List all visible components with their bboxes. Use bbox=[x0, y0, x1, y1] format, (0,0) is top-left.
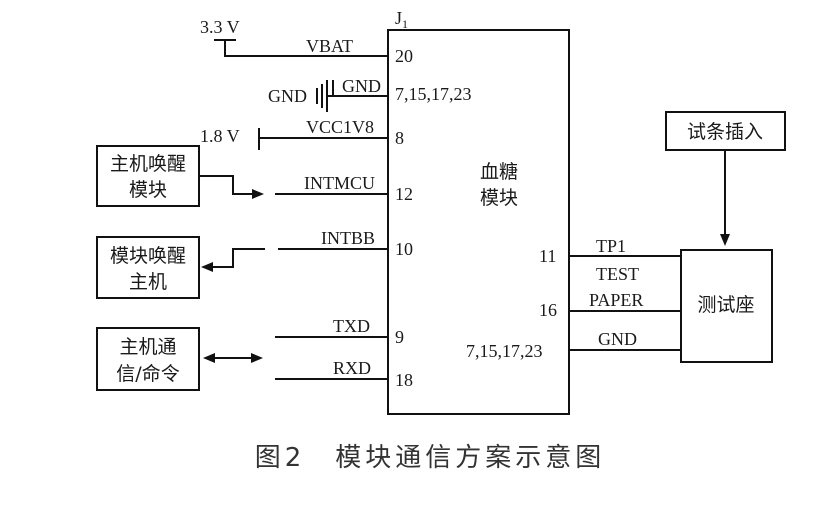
ground-label: GND bbox=[268, 86, 307, 106]
pin-18-label: 18 bbox=[395, 370, 413, 390]
txd-signal-label: TXD bbox=[333, 316, 370, 336]
figure-caption: 图2 模块通信方案示意图 bbox=[255, 443, 606, 473]
right-gnd-signal-label: GND bbox=[598, 329, 637, 349]
host-wakeup-line-2: 模块 bbox=[129, 179, 167, 201]
vbat-signal-label: VBAT bbox=[306, 36, 353, 56]
host-comm-line-2: 信/命令 bbox=[116, 363, 179, 385]
host-wakeup-line-1: 主机唤醒 bbox=[110, 153, 186, 175]
ground-symbol bbox=[316, 80, 328, 112]
intmcu-arrow-line bbox=[199, 175, 255, 195]
intbb-signal-label: INTBB bbox=[321, 228, 375, 248]
pin-12-label: 12 bbox=[395, 184, 413, 204]
intmcu-signal-label: INTMCU bbox=[304, 173, 375, 193]
comm-arrowhead-left bbox=[203, 353, 215, 363]
paper-signal-label: PAPER bbox=[589, 290, 643, 310]
chip-name-line-2: 模块 bbox=[480, 187, 518, 209]
chip-designator: J1 bbox=[395, 8, 408, 31]
chip-name-line-1: 血糖 bbox=[480, 161, 518, 183]
test-strip-insertion-box bbox=[665, 111, 786, 151]
module-wakeup-line-2: 主机 bbox=[129, 271, 167, 293]
supply-3v3-label: 3.3 V bbox=[200, 17, 240, 37]
host-wakeup-module-box bbox=[96, 145, 200, 207]
tp1-signal-label: TP1 bbox=[596, 236, 626, 256]
blood-glucose-module-chip bbox=[387, 29, 570, 415]
pin-16-label: 16 bbox=[539, 300, 557, 320]
supply-1v8-label: 1.8 V bbox=[200, 126, 240, 146]
pin-10-label: 10 bbox=[395, 239, 413, 259]
test-signal-label: TEST bbox=[596, 264, 639, 284]
vcc1v8-signal-label: VCC1V8 bbox=[306, 117, 374, 137]
strip-arrowhead bbox=[720, 234, 730, 246]
host-comm-line-1: 主机通 bbox=[119, 336, 176, 358]
vbat-wire bbox=[224, 40, 388, 57]
module-wakeup-host-box bbox=[96, 236, 200, 299]
pin-11-label: 11 bbox=[539, 246, 556, 266]
host-comm-command-box bbox=[96, 327, 200, 391]
intmcu-arrowhead bbox=[252, 189, 264, 199]
module-wakeup-line-1: 模块唤醒 bbox=[110, 245, 186, 267]
gnd-signal-label: GND bbox=[342, 76, 381, 96]
comm-arrowhead-right bbox=[251, 353, 263, 363]
pin-9-label: 9 bbox=[395, 327, 404, 347]
pin-8-label: 8 bbox=[395, 128, 404, 148]
right-gnd-pins-label: 7,15,17,23 bbox=[466, 341, 543, 361]
pin-20-label: 20 bbox=[395, 46, 413, 66]
rxd-signal-label: RXD bbox=[333, 358, 371, 378]
intbb-arrow-line bbox=[212, 248, 265, 268]
test-socket-label: 测试座 bbox=[697, 294, 754, 316]
gnd-pins-label: 7,15,17,23 bbox=[395, 84, 472, 104]
intbb-arrowhead bbox=[201, 262, 213, 272]
test-socket-box bbox=[680, 249, 773, 363]
test-strip-insertion-label: 试条插入 bbox=[687, 121, 763, 143]
